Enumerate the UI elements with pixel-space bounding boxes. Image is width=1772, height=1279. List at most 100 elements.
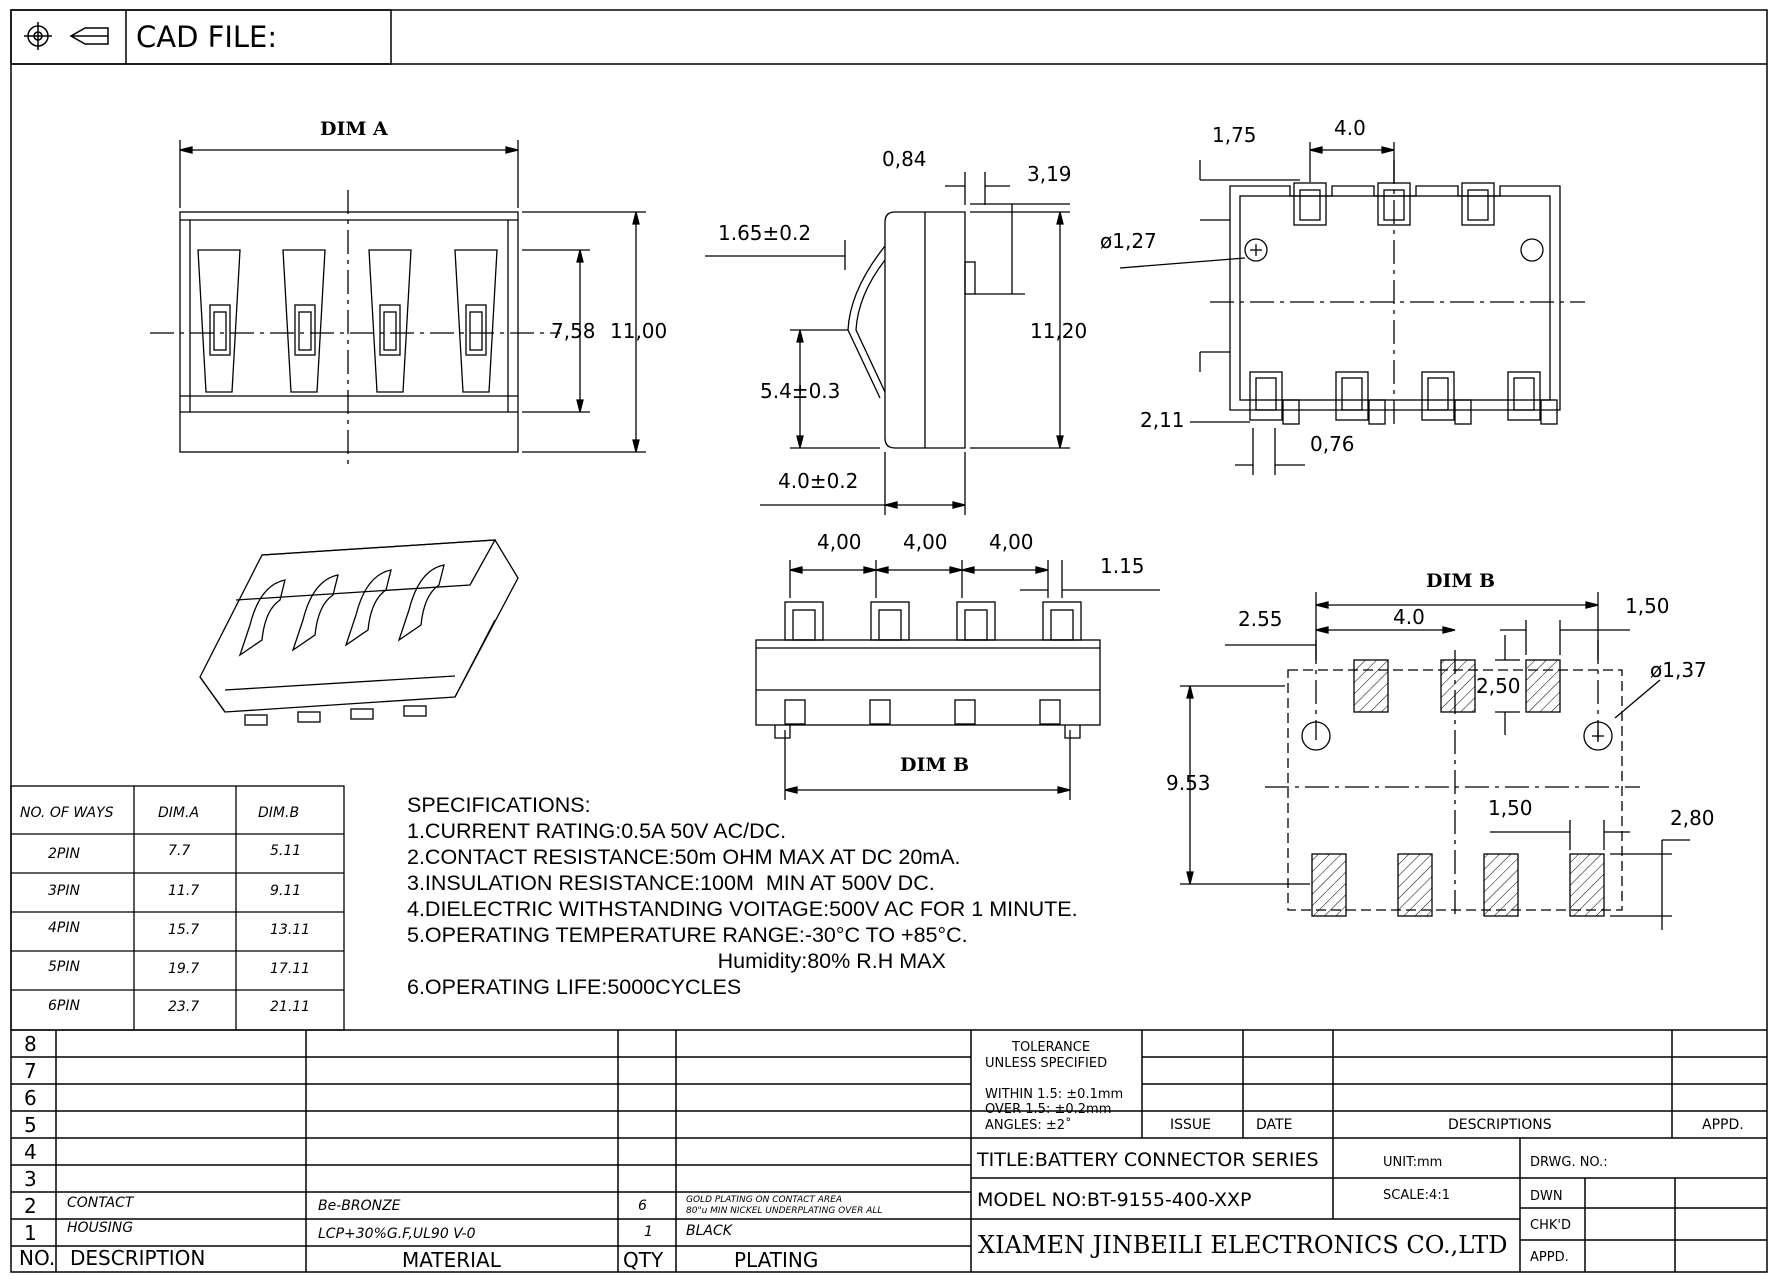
ways-row-ways: 2PIN: [48, 846, 80, 862]
unit: UNIT:mm: [1383, 1155, 1442, 1170]
ways-table-grid: [10, 785, 345, 1031]
ways-row-dima: 11.7: [168, 883, 199, 899]
bom-table: 8 7 6 5 4 3 2 1 CONTACT Be-BRONZE 6 GOLD…: [19, 1032, 882, 1272]
top-contacts: [1249, 182, 1558, 425]
title: TITLE:BATTERY CONNECTOR SERIES: [976, 1149, 1319, 1171]
dim-758: 7,58: [551, 319, 596, 343]
approved-by-label: APPD.: [1530, 1250, 1569, 1265]
tolerance-angles: ANGLES: ±2˚: [985, 1117, 1072, 1133]
tolerance-line-1: TOLERANCE: [1011, 1040, 1090, 1055]
dimension-labels: DIM A 7,58 11,00 0,84 3,19 1.65±0.2 11,2…: [320, 116, 1715, 830]
ways-table: NO. OF WAYS DIM.A DIM.B 2PIN 7.7 5.11 3P…: [20, 805, 310, 1015]
header-no: NO.: [19, 1246, 55, 1270]
tolerance-over: OVER 1.5: ±0.2mm: [985, 1102, 1111, 1117]
ways-row-dimb: 5.11: [270, 843, 301, 859]
item-material: Be-BRONZE: [318, 1198, 401, 1214]
item-material: LCP+30%G.F,UL90 V-0: [318, 1226, 476, 1242]
date-header: DATE: [1256, 1117, 1292, 1133]
dim-40-pad: 4.0: [1393, 605, 1425, 629]
spec-line: 2.CONTACT RESISTANCE:50m OHM MAX AT DC 2…: [407, 845, 961, 869]
pad-layout: [1180, 592, 1690, 930]
row-number: 3: [24, 1167, 37, 1191]
dim-pitch-2: 4,00: [903, 530, 948, 554]
dim-319: 3,19: [1027, 162, 1072, 186]
spec-line: 3.INSULATION RESISTANCE:100M MIN AT 500V…: [407, 871, 935, 895]
dim-pitch-3: 4,00: [989, 530, 1034, 554]
item-description: CONTACT: [67, 1195, 135, 1211]
side-view: [705, 172, 1070, 515]
dim-pitch-1: 4,00: [817, 530, 862, 554]
tolerance-line-2: UNLESS SPECIFIED: [985, 1056, 1107, 1071]
bom-grid: [11, 1029, 1767, 1272]
drawn-by-label: DWN: [1530, 1189, 1563, 1204]
item-plating-2: 80"u MIN NICKEL UNDERPLATING OVER ALL: [686, 1206, 882, 1216]
row-number: 6: [24, 1086, 37, 1110]
descriptions-header: DESCRIPTIONS: [1448, 1117, 1552, 1133]
dim-1100: 11,00: [610, 319, 667, 343]
item-qty: 1: [644, 1224, 653, 1240]
title-block: TOLERANCE UNLESS SPECIFIED WITHIN 1.5: ±…: [976, 1040, 1744, 1265]
scale: SCALE:4:1: [1383, 1188, 1450, 1203]
ways-row-dimb: 9.11: [270, 883, 301, 899]
title-block-grid: [971, 1030, 1767, 1272]
ways-header-dimb: DIM.B: [258, 805, 299, 821]
row-number: 4: [24, 1140, 37, 1164]
spec-line: 4.DIELECTRIC WITHSTANDING VOITAGE:500V A…: [407, 897, 1078, 921]
spec-line: 5.OPERATING TEMPERATURE RANGE:-30°C TO +…: [407, 923, 968, 947]
ways-row-ways: 5PIN: [48, 959, 80, 975]
item-qty: 6: [638, 1198, 647, 1214]
ways-header-ways: NO. OF WAYS: [20, 805, 114, 821]
company-name: XIAMEN JINBEILI ELECTRONICS CO.,LTD: [978, 1231, 1508, 1259]
dim-40-side: 4.0±0.2: [778, 469, 858, 493]
dim-150-bot: 1,50: [1488, 796, 1533, 820]
projection-symbol-icon: [24, 22, 109, 50]
dim-953: 9.53: [1166, 771, 1211, 795]
dim-40-top: 4.0: [1334, 116, 1366, 140]
isometric-view: [199, 539, 519, 726]
ways-row-dimb: 13.11: [270, 922, 310, 938]
header-description: DESCRIPTION: [70, 1246, 205, 1270]
dim-211: 2,11: [1140, 408, 1185, 432]
row-number: 1: [24, 1221, 37, 1245]
header-qty: QTY: [623, 1248, 664, 1272]
header-material: MATERIAL: [402, 1248, 502, 1272]
dim-a-label: DIM A: [320, 118, 388, 140]
row-number: 5: [24, 1113, 37, 1137]
ways-header-dima: DIM.A: [158, 805, 199, 821]
dim-076: 0,76: [1310, 432, 1355, 456]
drawing-number-label: DRWG. NO.:: [1530, 1155, 1608, 1170]
pitch-view: [755, 560, 1160, 800]
front-view: [150, 140, 646, 470]
model-number: MODEL NO:BT-9155-400-XXP: [977, 1189, 1251, 1211]
dim-d127: ø1,27: [1100, 229, 1157, 253]
header-plating: PLATING: [734, 1248, 818, 1272]
dim-255: 2.55: [1238, 607, 1283, 631]
dim-1120: 11,20: [1030, 319, 1087, 343]
item-plating-1: BLACK: [686, 1223, 734, 1239]
spec-line: 6.OPERATING LIFE:5000CYCLES: [407, 975, 742, 999]
spec-line: 1.CURRENT RATING:0.5A 50V AC/DC.: [407, 819, 787, 843]
ways-row-ways: 3PIN: [48, 883, 80, 899]
issue-header: ISSUE: [1170, 1117, 1211, 1133]
checked-by-label: CHK'D: [1530, 1218, 1571, 1233]
pads: [1311, 659, 1605, 917]
dim-b-layout-label: DIM B: [1426, 570, 1495, 592]
ways-row-ways: 4PIN: [48, 920, 80, 936]
dim-175: 1,75: [1212, 123, 1257, 147]
ways-row-ways: 6PIN: [48, 998, 80, 1014]
header-box: CAD FILE:: [10, 9, 1767, 65]
ways-row-dimb: 17.11: [270, 961, 310, 977]
front-contacts: [197, 249, 498, 393]
dim-084: 0,84: [882, 147, 927, 171]
ways-row-dima: 7.7: [168, 843, 190, 859]
top-view: [1119, 142, 1585, 475]
cad-file-label: CAD FILE:: [136, 20, 277, 54]
dim-250: 2,50: [1476, 674, 1521, 698]
drawing-border: [10, 9, 1768, 1273]
row-number: 2: [24, 1194, 37, 1218]
dim-b-front-label: DIM B: [900, 754, 969, 776]
dim-165: 1.65±0.2: [718, 221, 811, 245]
spec-title: SPECIFICATIONS:: [407, 793, 591, 817]
tolerance-within: WITHIN 1.5: ±0.1mm: [985, 1087, 1123, 1102]
